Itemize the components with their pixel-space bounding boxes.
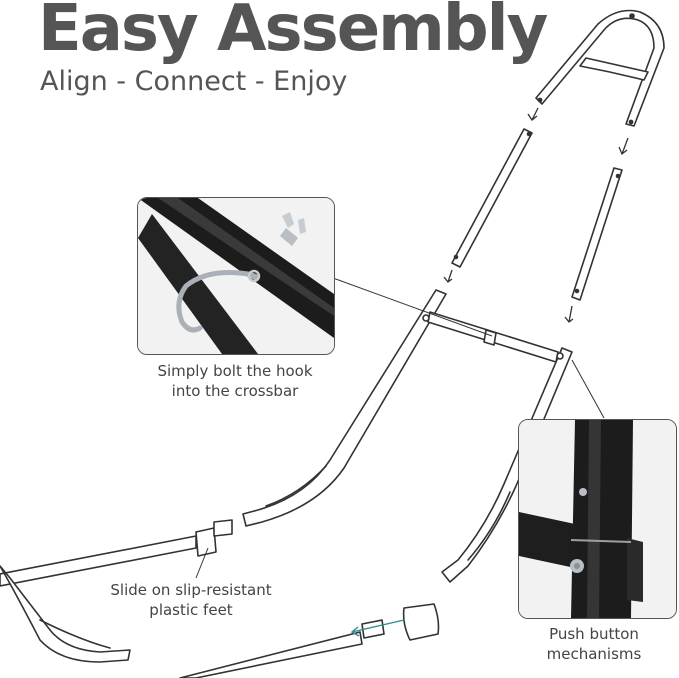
feet-caption: Slide on slip-resistant plastic feet [95,580,287,621]
right-leg [441,347,573,583]
right-upper-tube [571,167,623,301]
joint-arrows [443,107,629,323]
page-subtitle: Align - Connect - Enjoy [40,66,348,97]
feet-slide-arrow [350,619,405,637]
bottom-left-base [0,519,233,663]
crossbar [422,311,564,363]
left-upper-tube [451,128,533,268]
hook-caption-line-1: Simply bolt the hook [157,362,313,380]
hook-caption-line-2: into the crossbar [171,382,299,401]
feet-caption-line-1: Slide on slip-resistant [110,581,272,599]
push-caption: Push button mechanisms [534,624,654,665]
push-button-detail-inset [518,419,677,619]
push-caption-line-2: mechanisms [546,645,642,664]
push-caption-line-1: Push button [549,625,639,643]
page-title: Easy Assembly [38,0,548,66]
callout-leaders [195,277,605,579]
hook-detail-inset [137,197,335,355]
hook-caption: Simply bolt the hook into the crossbar [140,361,330,402]
bottom-front-base [179,603,440,678]
hook-detail-image [138,198,334,354]
push-button-detail-image [519,420,676,618]
top-arch-piece [535,9,665,127]
feet-caption-line-2: plastic feet [149,601,233,620]
